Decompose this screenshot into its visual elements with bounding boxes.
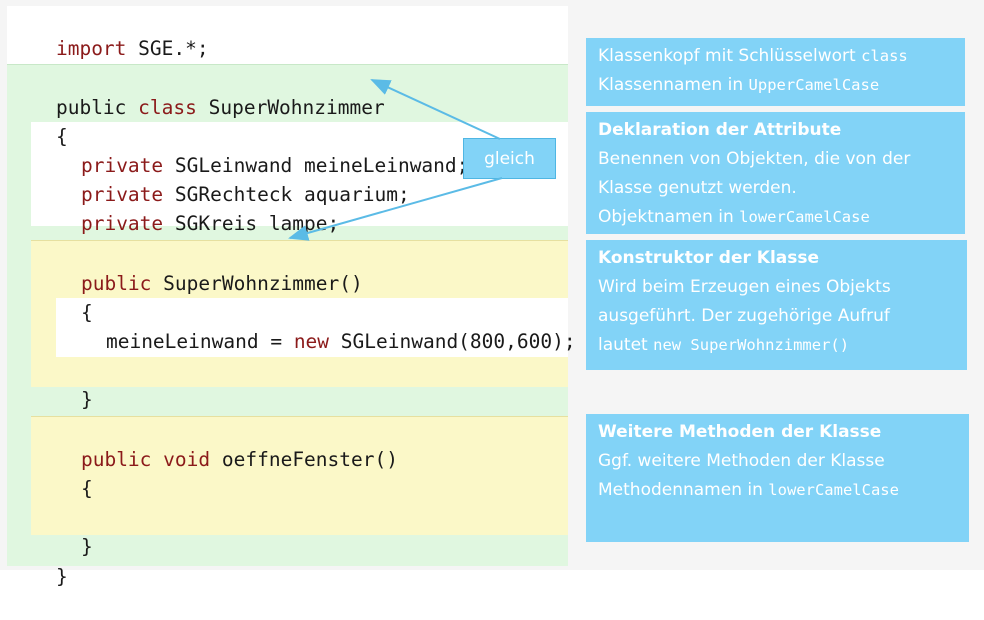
code-class-header: public class SuperWohnzimmer — [55, 96, 385, 119]
code-import-line: import SGE.*; — [55, 37, 209, 60]
import-block — [7, 6, 568, 36]
note-attributes: Deklaration der Attribute Benennen von O… — [586, 112, 965, 234]
code-attr-1: private SGLeinwand meineLeinwand; — [80, 154, 469, 177]
code-method-header: public void oeffneFenster() — [80, 448, 398, 471]
code-constructor-statement: meineLeinwand = new SGLeinwand(800,600); — [105, 330, 576, 353]
gleich-callout: gleich — [463, 138, 556, 179]
note-constructor: Konstruktor der Klasse Wird beim Erzeuge… — [586, 240, 967, 370]
note-constructor-title: Konstruktor der Klasse — [598, 248, 820, 268]
constructor-body-block — [56, 298, 568, 357]
note-methods: Weitere Methoden der Klasse Ggf. weitere… — [586, 414, 969, 542]
code-constructor-open: { — [80, 301, 93, 324]
keyword-import: import — [55, 37, 127, 60]
code-method-open: { — [80, 477, 93, 500]
code-constructor-close: } — [80, 388, 93, 411]
note-class-head: Klassenkopf mit Schlüsselwort class Klas… — [586, 38, 965, 106]
method-block — [31, 416, 568, 535]
code-class-open-brace: { — [55, 125, 68, 148]
code-class-close-brace: } — [55, 565, 68, 588]
note-methods-title: Weitere Methoden der Klasse — [598, 422, 882, 442]
code-method-close: } — [80, 535, 93, 558]
class-name: SuperWohnzimmer — [196, 96, 385, 119]
note-attributes-title: Deklaration der Attribute — [598, 120, 842, 140]
gap-block — [7, 36, 568, 64]
slide-canvas: import SGE.*; public class SuperWohnzimm… — [7, 6, 969, 588]
code-constructor-header: public SuperWohnzimmer() — [80, 272, 363, 295]
keyword-class: class — [138, 96, 197, 119]
